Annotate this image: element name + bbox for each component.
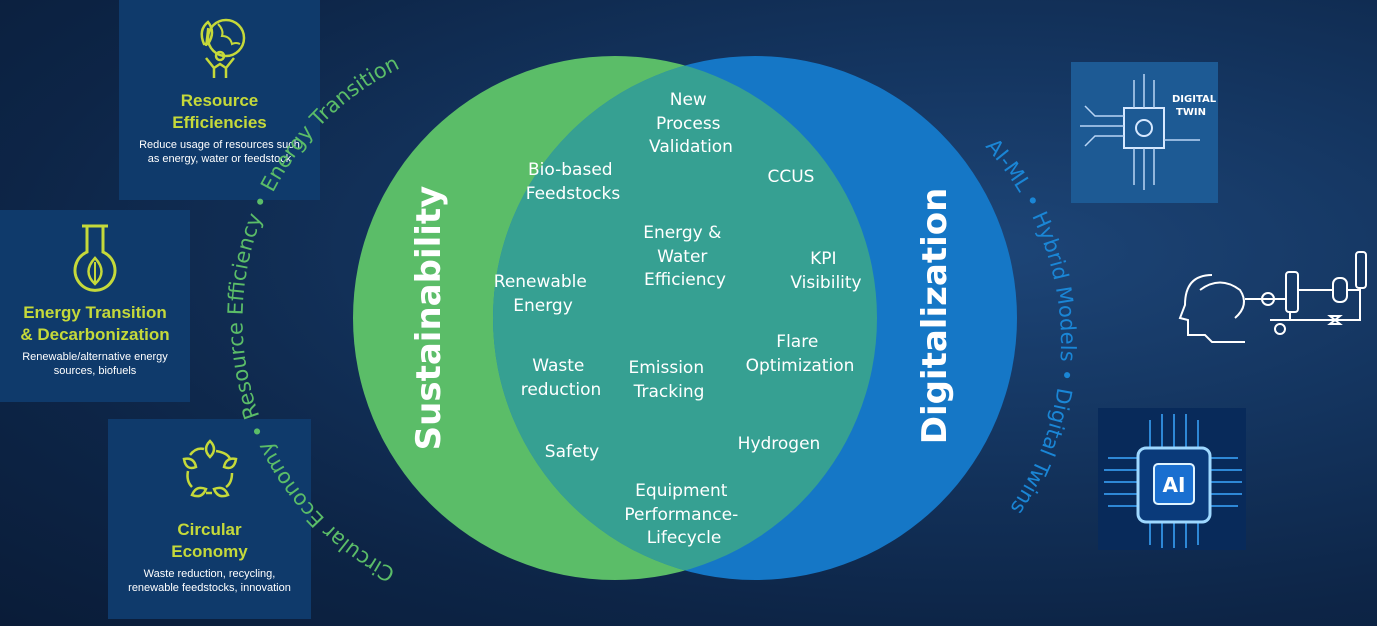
item-line: Hydrogen	[738, 434, 821, 454]
digital-twin-image: DIGITAL TWIN	[1071, 62, 1220, 203]
item-new-process-validation: New Process Validation	[649, 90, 733, 157]
item-line: Process	[656, 114, 721, 134]
item-energy-water-efficiency: Energy & Water Efficiency	[643, 223, 727, 290]
item-line: reduction	[521, 380, 602, 400]
ai-label: AI	[1163, 473, 1186, 497]
item-kpi-visibility: KPI Visibility	[790, 249, 861, 293]
digitalization-label: Digitalization	[915, 188, 955, 445]
item-line: Water	[657, 247, 707, 267]
card-title-line: Circular	[177, 520, 242, 539]
item-line: Optimization	[746, 356, 855, 376]
digital-twin-label-line: DIGITAL	[1172, 94, 1217, 105]
digital-twin-label: DIGITAL TWIN	[1172, 94, 1220, 118]
item-line: Visibility	[790, 273, 861, 293]
item-flare-optimization: Flare Optimization	[746, 332, 855, 376]
item-line: Tracking	[633, 382, 705, 402]
item-line: Bio-based	[528, 160, 613, 180]
digital-twin-label-line: TWIN	[1176, 107, 1206, 118]
item-line: New	[670, 90, 707, 110]
sustainability-label: Sustainability	[409, 186, 449, 451]
item-line: Waste	[532, 356, 584, 376]
item-line: Renewable	[494, 272, 587, 292]
card-description-line: renewable feedstocks, innovation	[128, 582, 291, 594]
item-emission-tracking: Emission Tracking	[628, 358, 709, 402]
item-line: Emission	[628, 358, 704, 378]
item-line: Safety	[545, 442, 599, 462]
item-line: CCUS	[768, 167, 815, 187]
item-ccus: CCUS	[768, 167, 815, 187]
card-circular-economy: Circular Economy Waste reduction, recycl…	[108, 419, 311, 619]
gear-icon	[1135, 119, 1153, 137]
card-title-line: Energy Transition	[23, 303, 167, 322]
item-line: Equipment	[635, 481, 728, 501]
item-hydrogen: Hydrogen	[738, 434, 821, 454]
item-line: Efficiency	[644, 270, 726, 290]
item-line: Performance-	[624, 505, 738, 525]
card-description-line: as energy, water or feedstock	[147, 153, 292, 165]
card-title-line: & Decarbonization	[20, 325, 170, 344]
leaf-cycle-icon	[182, 439, 237, 498]
item-line: Energy	[513, 296, 573, 316]
item-safety: Safety	[545, 442, 599, 462]
item-line: Flare	[776, 332, 818, 352]
ai-chip-image: AI	[1098, 408, 1246, 550]
earth-leaf-hands-icon	[200, 18, 245, 78]
flask-leaf-icon	[73, 224, 117, 292]
item-line: KPI	[810, 249, 836, 269]
item-line: Energy &	[643, 223, 721, 243]
item-waste-reduction: Waste reduction	[521, 356, 602, 400]
card-description-line: sources, biofuels	[53, 365, 137, 377]
overlap-region	[493, 56, 877, 580]
card-description-line: Waste reduction, recycling,	[143, 568, 276, 580]
item-line: Validation	[649, 137, 733, 157]
item-bio-based-feedstocks: Bio-based Feedstocks	[526, 160, 621, 204]
card-title-line: Efficiencies	[172, 113, 267, 132]
card-energy-transition: Energy Transition & Decarbonization Rene…	[0, 210, 190, 402]
card-title-line: Economy	[171, 542, 248, 561]
ai-brain-process-icon	[1178, 251, 1367, 343]
card-description-line: Renewable/alternative energy	[22, 351, 168, 363]
item-line: Feedstocks	[526, 184, 621, 204]
item-equipment-performance: Equipment Performance- Lifecycle	[624, 481, 743, 548]
item-line: Lifecycle	[647, 528, 722, 548]
card-description-line: Reduce usage of resources such	[139, 139, 300, 151]
card-title-line: Resource	[180, 91, 259, 110]
item-renewable-energy: Renewable Energy	[494, 272, 592, 316]
card-resource-efficiencies: Resource Efficiencies Reduce usage of re…	[119, 0, 320, 200]
